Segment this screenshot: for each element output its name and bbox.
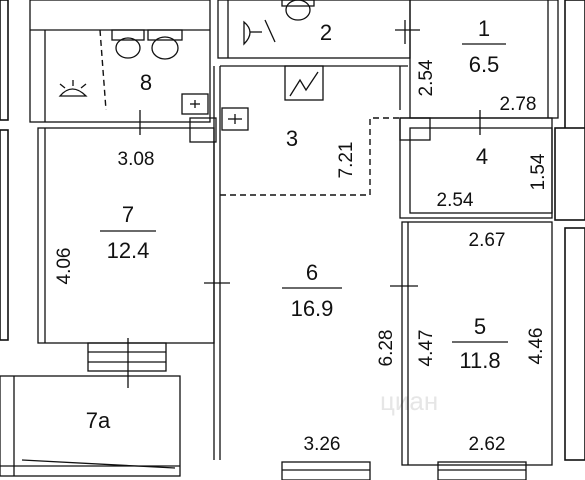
room-2-outline — [217, 0, 411, 59]
room-5-outline — [401, 221, 553, 466]
room-5-area: 11.8 — [459, 348, 500, 373]
dim-2-54-top: 2.54 — [416, 59, 437, 96]
wall-left-mid — [0, 129, 9, 341]
bath-door-swing — [99, 29, 107, 111]
room-7a-outline — [0, 375, 181, 477]
toilet-icon — [281, 0, 315, 21]
sink-icon — [147, 29, 183, 60]
room-5-number: 5 — [474, 314, 486, 339]
dim-7-21: 7.21 — [336, 142, 357, 179]
dim-3-26: 3.26 — [304, 434, 341, 455]
dim-2-62: 2.62 — [469, 434, 506, 455]
room-3-boundary — [220, 117, 400, 196]
dim-2-67: 2.67 — [469, 230, 506, 251]
dim-6-28: 6.28 — [376, 330, 397, 367]
wall-left-top — [0, 0, 9, 121]
room-1-area: 6.5 — [469, 52, 500, 77]
window-room-5 — [437, 461, 527, 480]
room-6-area: 16.9 — [291, 296, 334, 321]
room-6-number: 6 — [306, 260, 318, 285]
balcony-door — [87, 342, 167, 372]
room-7-area: 12.4 — [107, 238, 150, 263]
room-4-number: 4 — [476, 144, 488, 169]
room-7-number: 7 — [122, 202, 134, 227]
watermark: циан — [380, 386, 438, 416]
room-8-number: 8 — [140, 70, 152, 95]
room-8-outline — [29, 0, 211, 123]
shower-icon — [58, 80, 88, 97]
dim-1-54: 1.54 — [528, 153, 549, 190]
dim-3-08: 3.08 — [118, 149, 155, 170]
dim-4-46: 4.46 — [526, 328, 547, 365]
electrical-panel-icon — [284, 65, 324, 101]
toilet-icon — [111, 29, 145, 59]
window-room-6 — [281, 461, 371, 480]
dim-2-54-room4: 2.54 — [437, 190, 474, 211]
room-3-number: 3 — [286, 126, 298, 151]
dim-2-78: 2.78 — [500, 94, 537, 115]
wall-right-bottom — [564, 227, 585, 461]
wall-right-top — [564, 0, 585, 141]
shower-icon — [243, 20, 262, 46]
dim-4-06: 4.06 — [54, 248, 75, 285]
room-1-number: 1 — [478, 16, 490, 41]
room-2-number: 2 — [320, 20, 332, 45]
wall-right-mid — [554, 127, 585, 221]
dim-4-47: 4.47 — [416, 330, 437, 367]
room-7a-number: 7а — [86, 408, 111, 433]
